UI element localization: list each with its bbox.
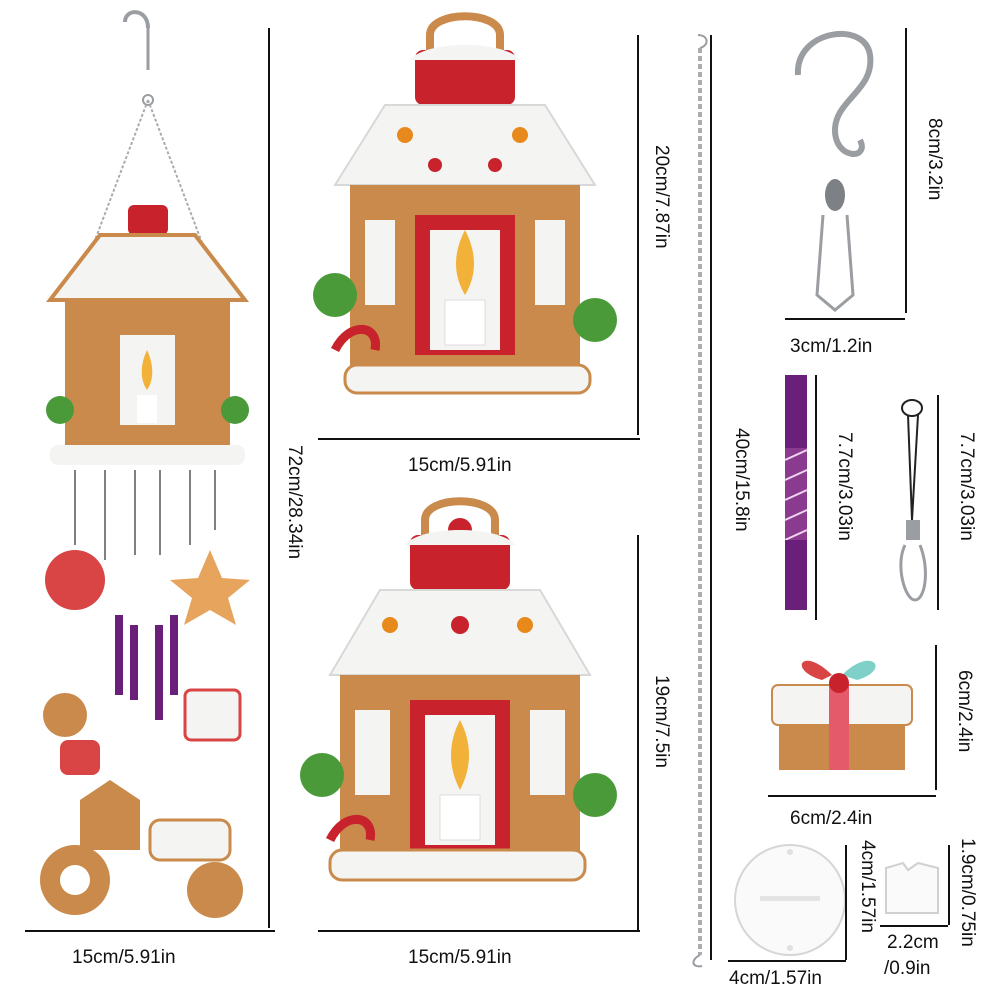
- gingerbread-house-icon: [300, 497, 617, 882]
- lanyard-icon: [899, 399, 927, 602]
- house2-width-label: 15cm/5.91in: [408, 947, 512, 968]
- hook-width-label: 3cm/1.2in: [790, 336, 873, 357]
- s-hook-icon: [794, 31, 874, 157]
- house1-width-label: 15cm/5.91in: [408, 455, 512, 476]
- acrylic-disc-icon: [734, 844, 846, 956]
- gift-height-label: 6cm/2.4in: [954, 670, 975, 753]
- hook-height-label: 8cm/3.2in: [924, 118, 945, 201]
- clip-connector-icon: [885, 861, 939, 914]
- chain-icon: [692, 34, 708, 968]
- clip-width-label-line2: /0.9in: [884, 958, 931, 979]
- gift-pendant-icon: [771, 660, 913, 770]
- house2-height-label: 19cm/7.5in: [651, 675, 672, 768]
- chain-length-label: 40cm/15.8in: [731, 428, 752, 532]
- wind-chime-icon: [40, 10, 250, 918]
- lanyard-length-label: 7.7cm/3.03in: [956, 432, 977, 541]
- gift-width-label: 6cm/2.4in: [790, 808, 873, 829]
- house1-height-label: 20cm/7.87in: [651, 145, 672, 249]
- clip-height-label: 1.9cm/0.75in: [957, 838, 978, 947]
- diamond-pen-icon: [784, 375, 808, 610]
- gingerbread-house-icon: [313, 12, 617, 395]
- disc-width-label: 4cm/1.57in: [729, 968, 822, 989]
- pen-length-label: 7.7cm/3.03in: [834, 432, 855, 541]
- swivel-clip-icon: [815, 179, 855, 312]
- disc-height-label: 4cm/1.57in: [857, 840, 878, 933]
- full-width-label: 15cm/5.91in: [72, 947, 176, 968]
- clip-width-label-line1: 2.2cm: [887, 932, 939, 953]
